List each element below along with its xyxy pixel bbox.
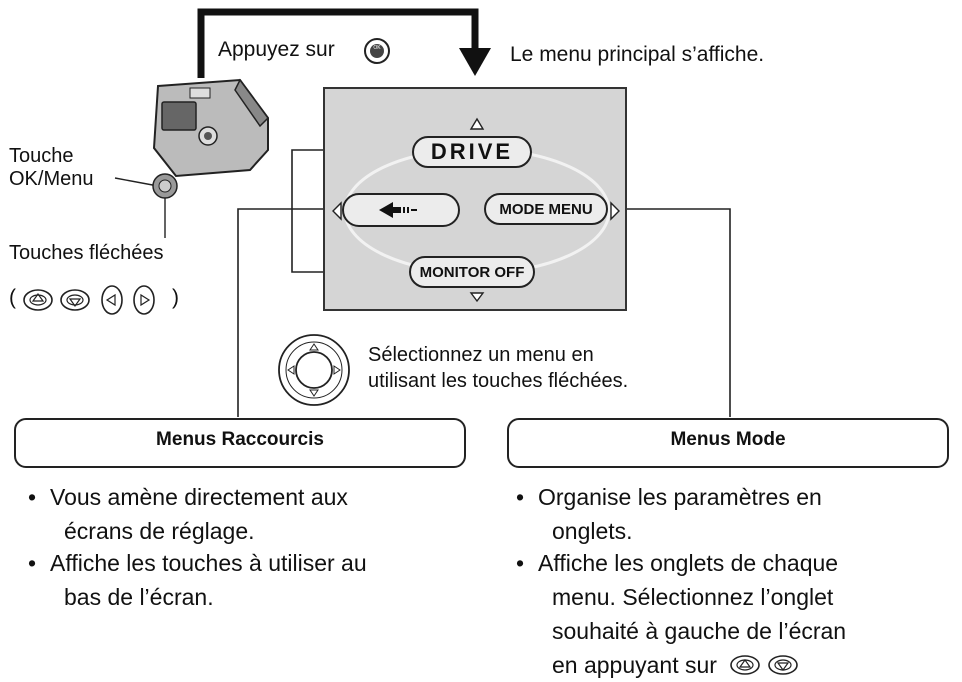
- down-arrow-key-icon: [60, 289, 90, 311]
- ok-menu-label-line1: Touche: [9, 145, 74, 167]
- drive-menu-item[interactable]: DRIVE: [412, 136, 532, 168]
- up-arrow-key-icon: [730, 655, 760, 675]
- flow-arrow-line: [197, 8, 479, 78]
- left-bullet-1: • Vous amène directement aux écrans de r…: [28, 480, 348, 548]
- left-bullet-1-line1: Vous amène directement aux: [50, 484, 348, 510]
- right-triangle-icon: [610, 201, 620, 221]
- up-down-keys-icon: [730, 655, 798, 675]
- arrow-pad-icon: [278, 334, 350, 406]
- up-arrow-key-icon: [23, 289, 53, 311]
- mode-menu-item[interactable]: MODE MENU: [484, 193, 608, 225]
- bullet-mark: •: [28, 550, 37, 576]
- paren-open: (: [9, 286, 16, 309]
- right-bullet-1-line1: Organise les paramètres en: [538, 484, 822, 510]
- up-triangle-icon: [469, 117, 485, 130]
- right-arrow-key-icon: [133, 285, 155, 315]
- select-menu-line2: utilisant les touches fléchées.: [368, 370, 629, 392]
- svg-text:OK: OK: [373, 45, 381, 51]
- arrow-keys-label: Touches fléchées: [9, 242, 164, 264]
- right-bullet-1: • Organise les paramètres en onglets.: [516, 480, 822, 548]
- right-bullet-2-line4-row: en appuyant sur: [538, 648, 846, 682]
- left-arrow-key-icon: [101, 285, 123, 315]
- bullet-mark: •: [516, 550, 525, 576]
- monitor-off-menu-item[interactable]: MONITOR OFF: [409, 256, 535, 288]
- shortcut-connector: [237, 208, 325, 417]
- down-arrow-key-icon: [768, 655, 798, 675]
- bullet-mark: •: [28, 484, 37, 510]
- press-instruction: Appuyez sur: [218, 38, 335, 61]
- menu-appears-text: Le menu principal s’affiche.: [510, 43, 765, 66]
- left-triangle-icon: [332, 201, 342, 221]
- mode-menus-box: Menus Mode: [507, 418, 949, 468]
- shortcut-menus-box: Menus Raccourcis: [14, 418, 466, 468]
- arrow-keys-icons: [23, 285, 155, 315]
- right-bullet-2-line3: souhaité à gauche de l’écran: [552, 618, 847, 644]
- right-bullet-2-line2: menu. Sélectionnez l’onglet: [552, 584, 834, 610]
- bullet-mark: •: [516, 484, 525, 510]
- right-bullet-2-line1: Affiche les onglets de chaque: [538, 550, 839, 576]
- camera-icon: [152, 78, 269, 199]
- paren-close: ): [172, 286, 179, 309]
- flow-arrow-head: [459, 48, 491, 76]
- ok-menu-button-icon: OK: [364, 38, 390, 64]
- mode-connector: [624, 208, 731, 417]
- select-menu-line1: Sélectionnez un menu en: [368, 344, 594, 366]
- down-triangle-icon: [469, 292, 485, 303]
- left-bullet-2-line1: Affiche les touches à utiliser au: [50, 550, 367, 576]
- shortcut-menu-item[interactable]: [342, 193, 460, 227]
- right-bullet-1-line2: onglets.: [552, 518, 633, 544]
- left-bullet-2-line2: bas de l’écran.: [64, 584, 214, 610]
- ok-menu-label-line2: OK/Menu: [9, 168, 94, 190]
- left-bullet-1-line2: écrans de réglage.: [64, 518, 255, 544]
- left-bullet-2: • Affiche les touches à utiliser au bas …: [28, 546, 367, 614]
- shortcut-arrow-icon: [379, 202, 417, 218]
- right-bullet-2: • Affiche les onglets de chaque menu. Sé…: [516, 546, 847, 682]
- ok-pointer-line: [114, 177, 159, 187]
- right-bullet-2-line4: en appuyant sur: [552, 652, 717, 678]
